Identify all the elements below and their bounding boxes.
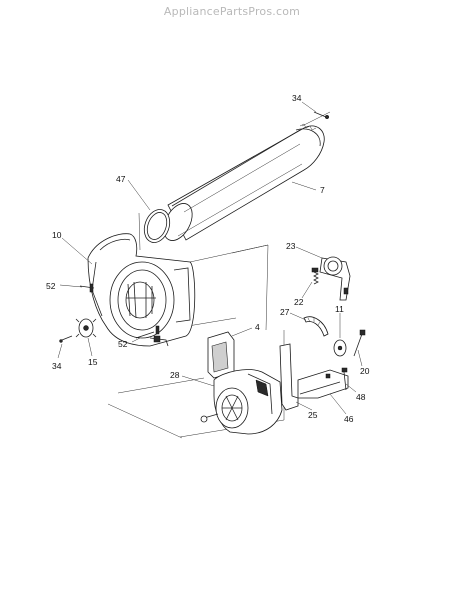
callout-34-lower: 34 bbox=[52, 361, 62, 371]
callout-4: 4 bbox=[255, 322, 260, 332]
callout-7: 7 bbox=[320, 185, 325, 195]
motor-fan-vanes bbox=[222, 395, 242, 421]
blower-wheel-vanes bbox=[126, 281, 156, 319]
exhaust-duct-7 bbox=[163, 123, 325, 241]
callout-52-left: 52 bbox=[46, 281, 56, 291]
motor-mount-25 bbox=[279, 343, 349, 411]
callout-34-top: 34 bbox=[292, 93, 302, 103]
blower-housing-10 bbox=[87, 233, 196, 347]
roller-11 bbox=[333, 339, 347, 357]
callout-46: 46 bbox=[344, 414, 354, 424]
hose-27 bbox=[303, 316, 329, 337]
callout-10: 10 bbox=[52, 230, 62, 240]
screw-48 bbox=[341, 367, 348, 391]
seal-4 bbox=[207, 331, 235, 379]
watermark: AppliancePartsPros.com bbox=[163, 5, 301, 18]
screw-34-top bbox=[313, 111, 330, 120]
callout-22: 22 bbox=[294, 297, 304, 307]
callout-15: 15 bbox=[88, 357, 98, 367]
bolt-20 bbox=[353, 329, 366, 357]
callout-23: 23 bbox=[286, 241, 296, 251]
screw-34-lower bbox=[59, 335, 73, 343]
callout-52-lower: 52 bbox=[118, 339, 128, 349]
screw-52-left bbox=[79, 283, 95, 293]
drive-motor-28 bbox=[200, 369, 283, 435]
callout-11: 11 bbox=[335, 304, 344, 314]
callout-28: 28 bbox=[170, 370, 180, 380]
callout-47: 47 bbox=[116, 174, 126, 184]
thermostat-bracket-23 bbox=[319, 256, 351, 301]
duct-clamp-47 bbox=[143, 209, 171, 243]
callout-48: 48 bbox=[356, 392, 366, 402]
callout-labels: 34 47 7 10 52 52 34 15 23 22 4 27 11 20 … bbox=[46, 93, 370, 424]
screw-52-lower bbox=[135, 325, 160, 339]
callout-20: 20 bbox=[360, 366, 370, 376]
spring-22 bbox=[311, 267, 319, 285]
callout-27: 27 bbox=[280, 307, 290, 317]
callout-25: 25 bbox=[308, 410, 318, 420]
blower-hub-15 bbox=[75, 318, 97, 338]
leader-lines bbox=[57, 101, 363, 415]
